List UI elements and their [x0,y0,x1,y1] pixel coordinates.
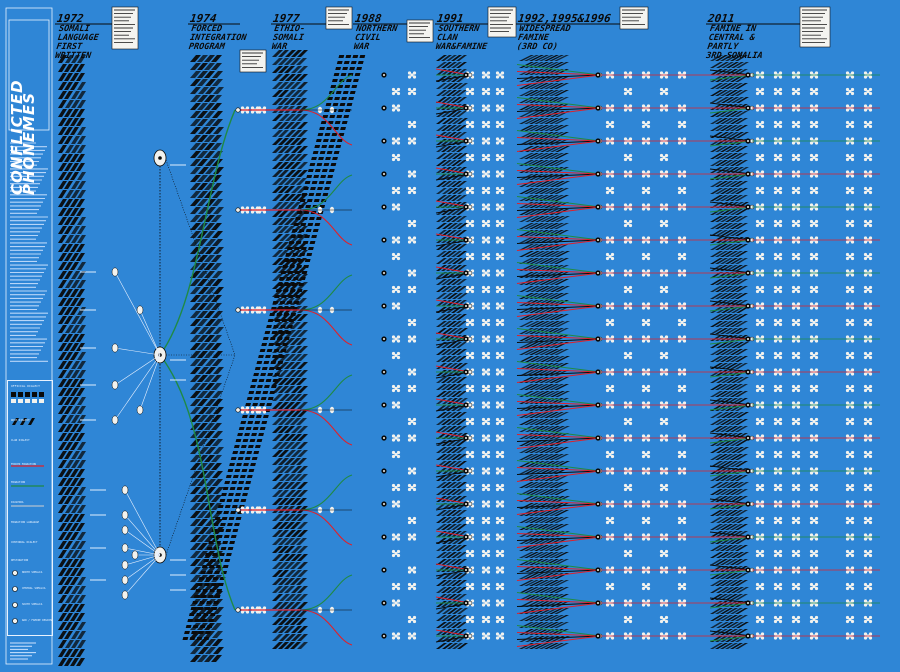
legend-item-diaspora: DIASPORA [11,501,24,504]
legend-box: OFFICIAL DIALECT ROOT DIALECT CLAN DIALE… [7,380,53,636]
event-label-1977: ETHIO- SOMALI WAR [271,24,306,52]
legend-title: OFFICIAL DIALECT [11,384,40,388]
left-panel-frame [5,7,53,665]
legend-item-destination: DESTINATION [11,559,29,562]
event-year-1977: 1977 [272,12,301,25]
column-1988 [182,55,366,640]
legend-dest-war: WAR / FAMINE REGION [22,619,52,622]
event-label-1974: FORCED INTEGRATION PROGRAM [188,24,248,52]
legend-item-forced: FORCED MIGRATION [11,463,36,466]
column-2011 [710,55,749,649]
legend-item-root: ROOT DIALECT [11,419,30,422]
callout-notes [111,6,831,73]
event-label-1992-1995-1996: WIDESPREAD FAMINE (3RD CO) [516,24,572,52]
event-year-1974: 1974 [189,12,218,25]
event-year-2011: 2011 [707,12,736,25]
column-1972 [58,55,86,666]
event-year-1972: 1972 [56,12,85,25]
event-label-1988: NORTHERN CIVIL WAR [353,24,398,52]
legend-item-migration-language: MIGRATION LANGUAGE [11,521,40,524]
dialect-node-grid [391,71,873,640]
legend-dest-central: CENTRAL SOMALIA [22,587,46,590]
legend-item-continual: CONTINUAL DIALECT [11,541,38,544]
title-line-2: PHONEMES [20,91,38,195]
column-1974 [190,55,224,662]
event-label-1972: SOMALI LANGUAGE FIRST WRITTEN [54,24,100,61]
legend-dest-north: NORTH SOMALIA [22,571,43,574]
migration-lines [159,64,880,647]
intro-text-lines [10,142,48,362]
legend-item-migration: MIGRATION [11,481,26,484]
legend-item-clan: CLAN DIALECT [11,439,30,442]
event-year-1988: 1988 [354,12,383,25]
event-label-2011: FAMINE IN CENTRAL & PARTLY 3RD SOMALIA [705,24,764,61]
tree-small-labels [80,164,186,591]
origin-dialect-tree [111,149,236,600]
event-year-1992-1995-1996: 1992,1995&1996 [517,12,612,25]
credits-lines [10,642,36,660]
dialect-node-sparse [240,106,335,614]
war-region-markers [381,72,751,639]
event-label-1991: SOUTHERN CLAN WAR&FAMINE [435,24,488,52]
title-frame [8,19,50,131]
event-year-1991: 1991 [436,12,465,25]
legend-swatches [11,392,44,624]
legend-dest-south: SOUTH SOMALIA [22,603,43,606]
column-1992 [519,55,570,649]
